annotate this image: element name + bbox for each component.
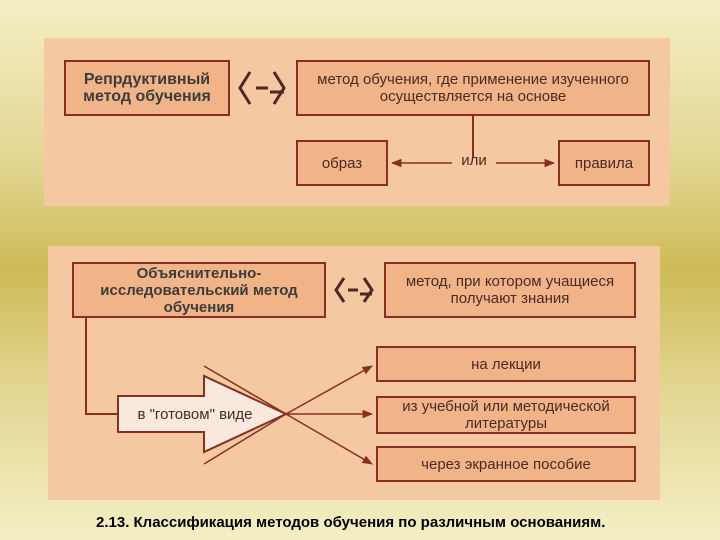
top-definition-text: метод обучения, где применение изученног… — [317, 71, 629, 105]
figure-caption: 2.13. Классификация методов обучения по … — [96, 514, 606, 531]
source-box-screen: через экранное пособие — [376, 446, 636, 482]
cross-line-a — [203, 365, 287, 415]
connector-word: или — [461, 152, 487, 169]
ready-made-arrow-shape — [117, 374, 289, 454]
option-left-box: образ — [296, 140, 388, 186]
bottom-definition-text: метод, при котором учащиеся получают зна… — [405, 273, 615, 307]
reproductive-method-label: Репрдуктивный метод обучения — [83, 71, 211, 105]
explanatory-method-label: Объяснительно-исследовательский метод об… — [100, 264, 298, 316]
source-label-lecture: на лекции — [471, 355, 541, 373]
source-label-literature: из учебной или методической литературы — [402, 398, 610, 432]
bottom-definition-box: метод, при котором учащиеся получают зна… — [384, 262, 636, 318]
source-box-literature: из учебной или методической литературы — [376, 396, 636, 434]
option-right-label: правила — [574, 154, 634, 172]
ready-made-arrow-label: в "готовом" виде — [137, 406, 253, 423]
source-box-lecture: на лекции — [376, 346, 636, 382]
reproductive-method-box: Репрдуктивный метод обучения — [64, 60, 230, 116]
arrow-to-screen — [285, 413, 373, 465]
option-right-box: правила — [558, 140, 650, 186]
cross-line-b — [203, 413, 287, 465]
source-label-screen: через экранное пособие — [421, 455, 591, 473]
top-equivalence-mark — [238, 71, 286, 105]
top-definition-box: метод обучения, где применение изученног… — [296, 60, 650, 116]
bottom-equivalence-mark — [334, 277, 374, 303]
top-vertical-connector — [472, 116, 474, 158]
arrow-to-lecture — [285, 365, 373, 415]
term-to-arrow-line — [85, 318, 120, 415]
option-left-label: образ — [321, 154, 363, 172]
explanatory-method-box: Объяснительно-исследовательский метод об… — [72, 262, 326, 318]
